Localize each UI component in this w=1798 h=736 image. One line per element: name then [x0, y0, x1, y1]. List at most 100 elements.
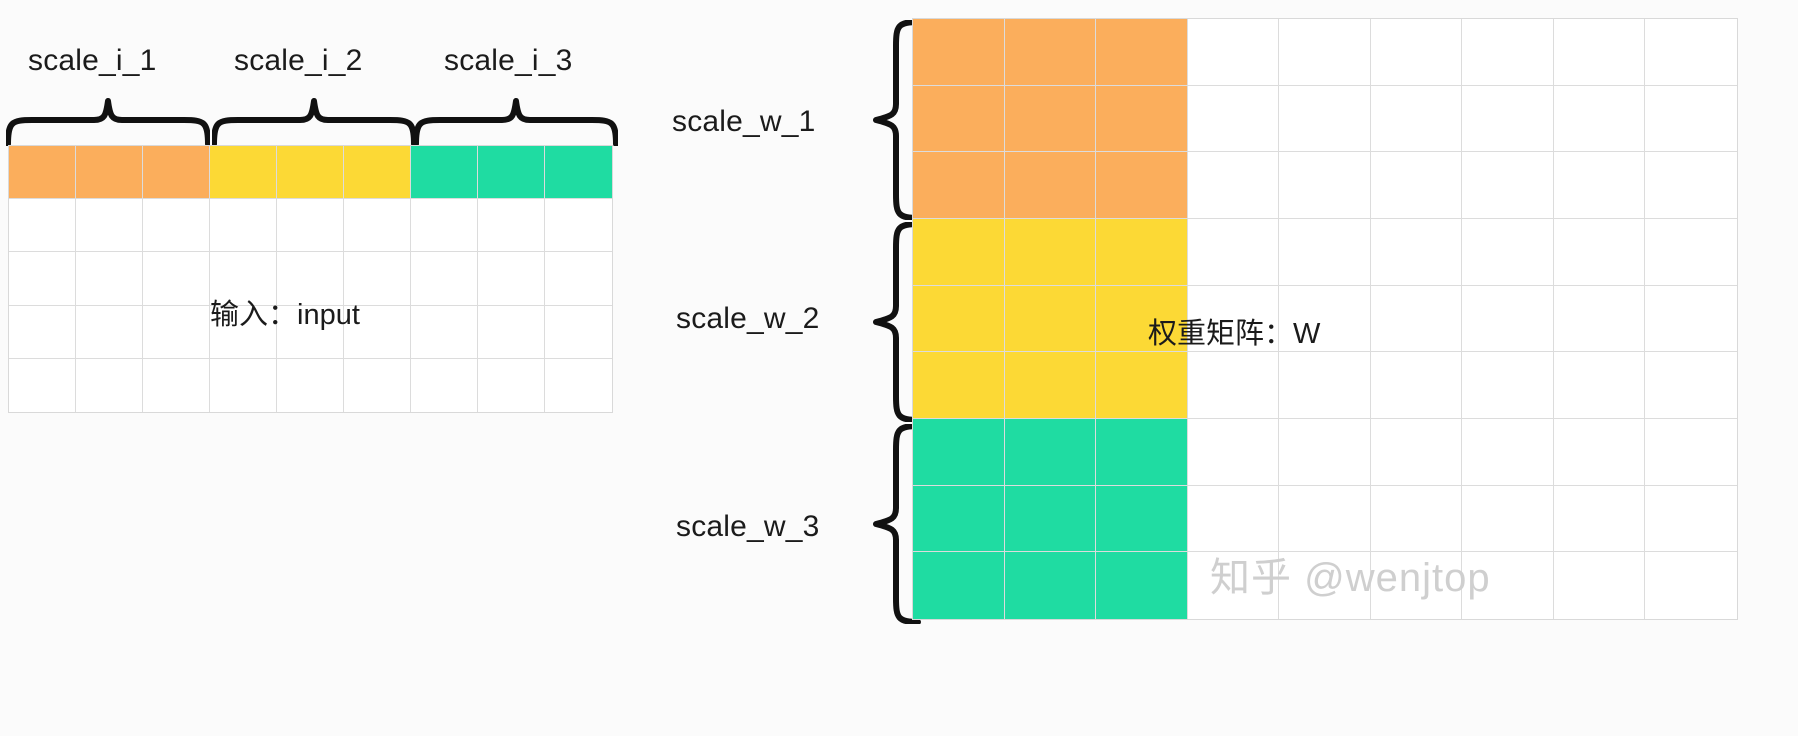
- input-cell: [210, 358, 277, 412]
- input-cell: [545, 306, 612, 359]
- weight-cell: [1645, 352, 1737, 419]
- weight-cell: [1462, 85, 1554, 153]
- weight-cell: [1462, 19, 1554, 86]
- weight-cell: [913, 552, 1005, 619]
- weight-cell: [1370, 85, 1463, 153]
- input-cell: [9, 252, 76, 306]
- input-cell: [344, 305, 411, 359]
- weight-cell: [1462, 285, 1554, 353]
- weight-cell: [1187, 352, 1280, 419]
- input-cell: [143, 305, 210, 359]
- weight-cell: [1279, 218, 1371, 286]
- brace-label-scale-i-3: scale_i_3: [444, 44, 573, 77]
- input-cell: [9, 305, 76, 359]
- weight-cell: [1096, 485, 1188, 553]
- weight-cell: [913, 152, 1005, 219]
- weight-cell: [1462, 552, 1554, 619]
- weight-cell: [1462, 485, 1554, 553]
- weight-cell: [1553, 19, 1646, 86]
- weight-cell: [1188, 552, 1280, 619]
- input-cell: [545, 146, 612, 200]
- input-cell: [143, 252, 210, 306]
- input-cell: [478, 199, 545, 253]
- weight-cell: [1370, 285, 1463, 353]
- input-cell: [76, 146, 143, 200]
- input-cell: [545, 252, 612, 306]
- weight-cell: [913, 485, 1005, 553]
- weight-cell: [1645, 219, 1737, 286]
- input-cell: [411, 305, 478, 359]
- weight-cell: [1096, 19, 1188, 86]
- weight-cell: [1004, 218, 1097, 286]
- input-cell: [545, 199, 612, 253]
- weight-cell: [913, 352, 1005, 419]
- weight-cell: [1645, 486, 1737, 553]
- watermark: 知乎 @wenjtop: [1210, 556, 1491, 600]
- weight-cell: [1553, 152, 1646, 219]
- input-cell: [545, 359, 612, 412]
- input-cell: [9, 146, 76, 200]
- weight-cell: [1462, 218, 1554, 286]
- weight-cell: [1370, 218, 1463, 286]
- input-cell: [143, 146, 210, 200]
- brace-label-scale-i-2: scale_i_2: [234, 44, 363, 77]
- weight-cell: [1279, 85, 1371, 153]
- weight-cell: [1187, 19, 1280, 86]
- weight-cell: [1279, 19, 1371, 86]
- weight-cell: [913, 218, 1005, 286]
- input-cell: [277, 305, 344, 359]
- weight-cell: [1187, 218, 1280, 286]
- side-brace-icon-scale-w-2: [873, 222, 921, 422]
- weight-cell: [1645, 552, 1737, 619]
- input-cell: [277, 146, 344, 200]
- input-cell: [344, 146, 411, 200]
- weight-cell: [1553, 285, 1646, 353]
- input-cell: [9, 358, 76, 412]
- input-cell: [344, 358, 411, 412]
- input-cell: [143, 199, 210, 253]
- weight-cell: [1004, 552, 1097, 619]
- input-cell: [76, 252, 143, 306]
- input-cell: [277, 358, 344, 412]
- input-cell: [210, 199, 277, 253]
- input-cell: [411, 146, 478, 200]
- weight-cell: [1096, 218, 1188, 286]
- input-cell: [344, 199, 411, 253]
- input-cell: [478, 252, 545, 306]
- weight-cell: [1462, 152, 1554, 219]
- input-cell: [411, 358, 478, 412]
- input-cell: [411, 199, 478, 253]
- weight-matrix-caption: 权重矩阵：W: [1148, 318, 1321, 350]
- weight-cell: [1004, 485, 1097, 553]
- input-cell: [411, 252, 478, 306]
- weight-cell: [1370, 418, 1463, 486]
- weight-cell: [1096, 152, 1188, 219]
- input-cell: [9, 199, 76, 253]
- weight-cell: [1004, 19, 1097, 86]
- weight-cell: [913, 85, 1005, 153]
- input-cell: [478, 146, 545, 200]
- brace-label-scale-i-1: scale_i_1: [28, 44, 157, 77]
- weight-cell: [1279, 485, 1371, 553]
- weight-cell: [1645, 419, 1737, 486]
- input-cell: [344, 252, 411, 306]
- weight-cell: [1187, 85, 1280, 153]
- weight-cell: [1553, 352, 1646, 419]
- weight-cell: [1096, 285, 1188, 353]
- weight-cell: [1371, 552, 1463, 619]
- weight-cell: [913, 418, 1005, 486]
- input-cell: [478, 305, 545, 359]
- weight-cell: [1370, 152, 1463, 219]
- weight-cell: [1096, 418, 1188, 486]
- brace-label-scale-w-1: scale_w_1: [672, 105, 816, 138]
- weight-cell: [1096, 552, 1188, 619]
- brace-label-scale-w-3: scale_w_3: [676, 510, 820, 543]
- weight-cell: [1004, 418, 1097, 486]
- weight-cell: [1370, 19, 1463, 86]
- weight-cell: [1645, 19, 1737, 86]
- weight-cell: [1370, 485, 1463, 553]
- top-brace-icon-scale-i-1: [6, 98, 210, 146]
- weight-cell: [1279, 418, 1371, 486]
- weight-cell: [1645, 152, 1737, 219]
